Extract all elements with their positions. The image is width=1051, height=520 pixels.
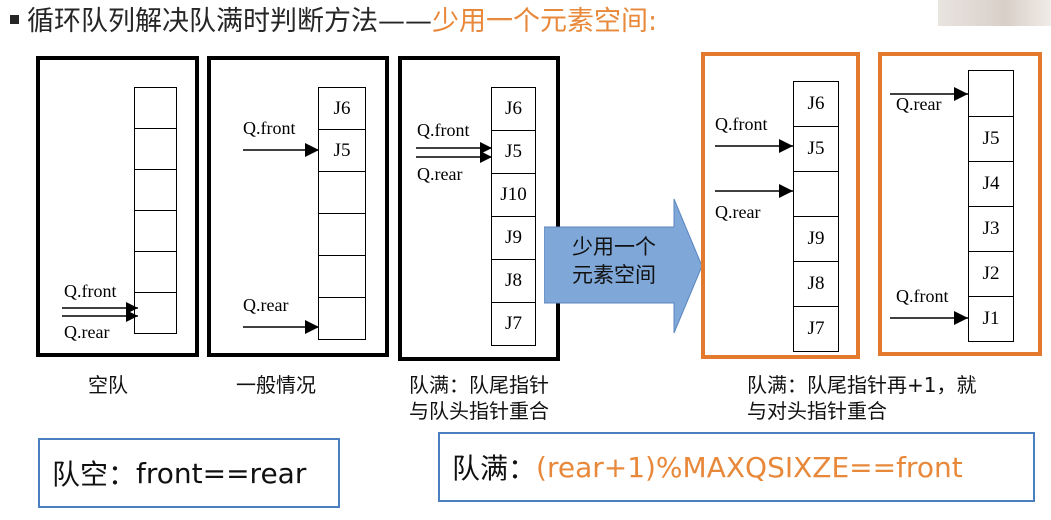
panel-full-spare: J6 J5 J9 J8 J7 Q.front Q.rear	[701, 52, 860, 359]
queue-cells	[134, 87, 177, 334]
panel-empty-queue: Q.front Q.rear	[36, 56, 199, 357]
arrow-label-line: 少用一个	[572, 235, 656, 259]
pointer-label-front: Q.front	[896, 286, 949, 306]
queue-cell: J8	[794, 262, 838, 307]
rear-arrow-icon	[890, 87, 968, 101]
presenter-video-thumbnail	[938, 0, 1051, 26]
empty-condition-expr: front==rear	[136, 456, 307, 490]
queue-cell: J6	[492, 88, 535, 131]
pointer-label-rear: Q.rear	[896, 94, 942, 114]
pointer-label-rear: Q.rear	[417, 164, 463, 184]
queue-cell: J10	[492, 174, 535, 217]
queue-cell	[319, 298, 365, 340]
caption-line: 队满：队尾指针再+1，就	[747, 373, 977, 397]
full-condition-expr: (rear+1)%MAXQSIXZE==front	[536, 450, 963, 484]
caption-line: 队满：队尾指针	[409, 373, 549, 397]
queue-cell: J6	[794, 82, 838, 127]
queue-cell	[969, 71, 1013, 117]
pointer-label-rear: Q.rear	[64, 322, 110, 342]
pointer-label-front: Q.front	[64, 281, 117, 301]
pointer-label-rear: Q.rear	[243, 295, 289, 315]
full-condition-box: 队满：(rear+1)%MAXQSIXZE==front	[438, 432, 1035, 502]
queue-cell: J3	[969, 207, 1013, 252]
title-main: 循环队列解决队满时判断方法——	[27, 6, 432, 37]
queue-cell: J7	[794, 307, 838, 352]
caption-line: 与队头指针重合	[409, 399, 549, 423]
arrow-label: 少用一个 元素空间	[555, 233, 673, 289]
pointer-label-front: Q.front	[715, 114, 768, 134]
caption-full-spare: 队满：队尾指针再+1，就 与对头指针重合	[747, 372, 976, 424]
queue-cell: J7	[492, 303, 535, 346]
slide-title: 循环队列解决队满时判断方法——少用一个元素空间:	[10, 0, 657, 44]
queue-cell	[135, 129, 176, 170]
rear-arrow-icon	[715, 184, 793, 198]
queue-cell: J5	[794, 127, 838, 172]
empty-condition-label: 队空：	[52, 458, 137, 491]
pointer-label-front: Q.front	[243, 118, 296, 138]
caption-general: 一般情况	[236, 373, 316, 397]
queue-cell	[135, 211, 176, 252]
queue-cell	[319, 214, 365, 256]
panel-full-overlap: J6 J5 J10 J9 J8 J7 Q.front Q.rear	[398, 56, 560, 361]
queue-cell: J5	[492, 131, 535, 174]
queue-cell	[135, 293, 176, 334]
bullet-icon	[10, 15, 19, 24]
queue-cells: J5 J4 J3 J2 J1	[968, 70, 1014, 342]
queue-cell	[135, 88, 176, 129]
queue-cell: J9	[492, 217, 535, 260]
panel-general: J6 J5 Q.front Q.rear	[207, 56, 389, 357]
queue-cell	[135, 170, 176, 211]
pointer-arrows	[416, 142, 492, 163]
panel-full-wrapped: J5 J4 J3 J2 J1 Q.rear Q.front	[878, 52, 1042, 356]
transition-arrow-icon	[544, 198, 703, 334]
pointer-arrows	[62, 302, 138, 322]
queue-cell: J6	[319, 88, 365, 130]
queue-cell	[794, 172, 838, 217]
pointer-label-rear: Q.rear	[715, 202, 761, 222]
queue-cell: J5	[969, 117, 1013, 162]
caption-empty: 空队	[88, 373, 128, 397]
full-condition-label: 队满：	[452, 452, 537, 485]
caption-line: 与对头指针重合	[747, 399, 887, 423]
queue-cell: J8	[492, 260, 535, 303]
queue-cell	[319, 256, 365, 298]
empty-condition-box: 队空：front==rear	[38, 438, 340, 508]
queue-cell: J1	[969, 297, 1013, 342]
queue-cell	[319, 172, 365, 214]
rear-arrow-icon	[243, 320, 319, 334]
caption-full-overlap: 队满：队尾指针 与队头指针重合	[409, 372, 549, 424]
queue-cell: J4	[969, 162, 1013, 207]
queue-cells: J6 J5 J9 J8 J7	[793, 81, 839, 352]
front-arrow-icon	[715, 139, 793, 153]
pointer-label-front: Q.front	[417, 120, 470, 140]
title-accent: 少用一个元素空间:	[432, 6, 658, 37]
queue-cells: J6 J5	[318, 87, 366, 340]
arrow-label-line: 元素空间	[572, 263, 656, 287]
front-arrow-icon	[243, 143, 319, 157]
queue-cell: J2	[969, 252, 1013, 297]
queue-cell: J5	[319, 130, 365, 172]
queue-cell	[135, 252, 176, 293]
queue-cell: J9	[794, 217, 838, 262]
front-arrow-icon	[890, 311, 968, 325]
queue-cells: J6 J5 J10 J9 J8 J7	[491, 87, 536, 346]
